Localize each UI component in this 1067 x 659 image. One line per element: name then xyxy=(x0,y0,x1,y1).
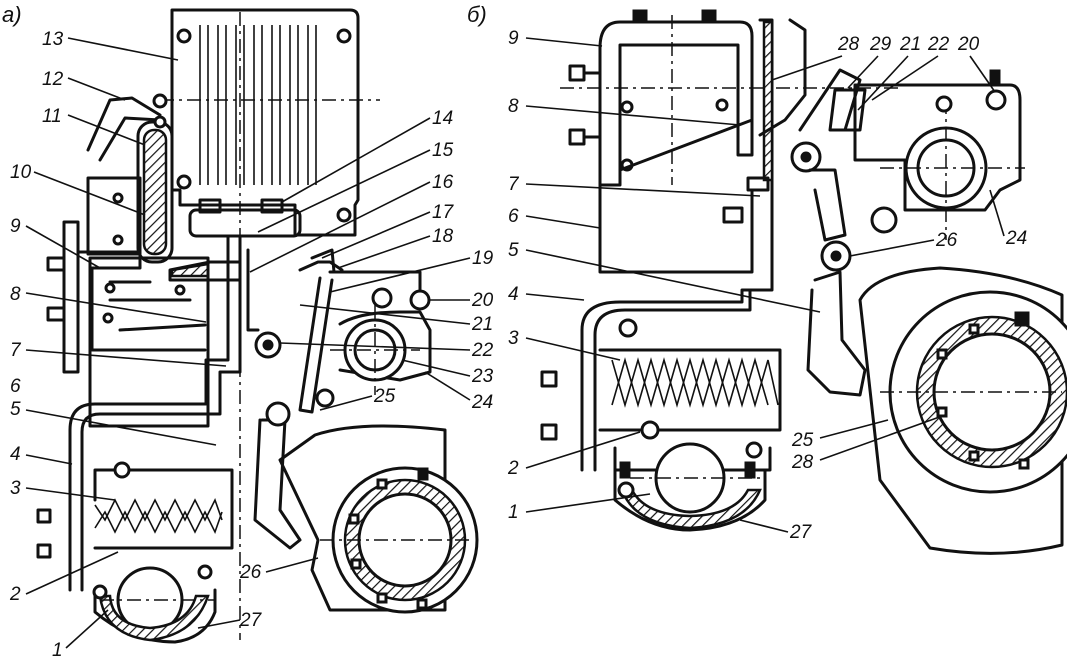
callout-b-26: 26 xyxy=(935,230,958,251)
callout-a-16: 16 xyxy=(432,172,454,193)
callout-a-7: 7 xyxy=(10,340,22,361)
callout-a-20: 20 xyxy=(471,290,494,311)
callout-b-6: 6 xyxy=(508,206,519,227)
callout-a-24: 24 xyxy=(471,392,493,413)
panel-a-label: а) xyxy=(2,2,22,27)
callout-b-21: 21 xyxy=(899,34,921,55)
callout-a-17: 17 xyxy=(432,202,455,223)
callout-b-7: 7 xyxy=(508,174,520,195)
callout-b-4: 4 xyxy=(508,284,519,305)
callout-a-1: 1 xyxy=(52,640,63,659)
callout-b-29: 29 xyxy=(869,34,892,55)
panel-b-drawing xyxy=(540,9,1067,555)
callout-a-3: 3 xyxy=(10,478,21,499)
labels: а) б) 13 12 11 10 9 8 7 6 5 4 3 2 1 27 2… xyxy=(2,2,1027,659)
callout-b-25: 25 xyxy=(791,430,814,451)
callout-a-14: 14 xyxy=(432,108,453,129)
callout-b-8: 8 xyxy=(508,96,519,117)
callout-a-26: 26 xyxy=(239,562,262,583)
callout-a-6: 6 xyxy=(10,376,21,397)
callout-a-10: 10 xyxy=(10,162,32,183)
callout-b-28-upper: 28 xyxy=(837,34,860,55)
callout-a-4: 4 xyxy=(10,444,21,465)
callout-a-5: 5 xyxy=(10,399,21,420)
callout-a-12: 12 xyxy=(42,69,64,90)
callout-b-3: 3 xyxy=(508,328,519,349)
callout-a-8: 8 xyxy=(10,284,21,305)
callout-a-25: 25 xyxy=(373,386,396,407)
callout-a-13: 13 xyxy=(42,29,64,50)
callout-a-21: 21 xyxy=(471,314,493,335)
callout-a-2: 2 xyxy=(9,584,21,605)
callout-a-22: 22 xyxy=(471,340,494,361)
callout-b-5: 5 xyxy=(508,240,519,261)
callout-b-27: 27 xyxy=(789,522,813,543)
callout-b-28-lower: 28 xyxy=(791,452,814,473)
panel-a-drawing xyxy=(36,8,479,644)
callout-a-15: 15 xyxy=(432,140,454,161)
callout-b-1: 1 xyxy=(508,502,519,523)
callout-a-23: 23 xyxy=(471,366,494,387)
callout-b-20: 20 xyxy=(957,34,980,55)
panel-b-label: б) xyxy=(467,2,487,27)
callout-a-9: 9 xyxy=(10,216,21,237)
callout-b-9: 9 xyxy=(508,28,519,49)
callout-a-11: 11 xyxy=(42,106,62,127)
callout-a-19: 19 xyxy=(472,248,494,269)
callout-a-18: 18 xyxy=(432,226,454,247)
callout-a-27: 27 xyxy=(239,610,263,631)
callout-b-22: 22 xyxy=(927,34,950,55)
callout-b-24: 24 xyxy=(1005,228,1027,249)
callout-b-2: 2 xyxy=(507,458,519,479)
